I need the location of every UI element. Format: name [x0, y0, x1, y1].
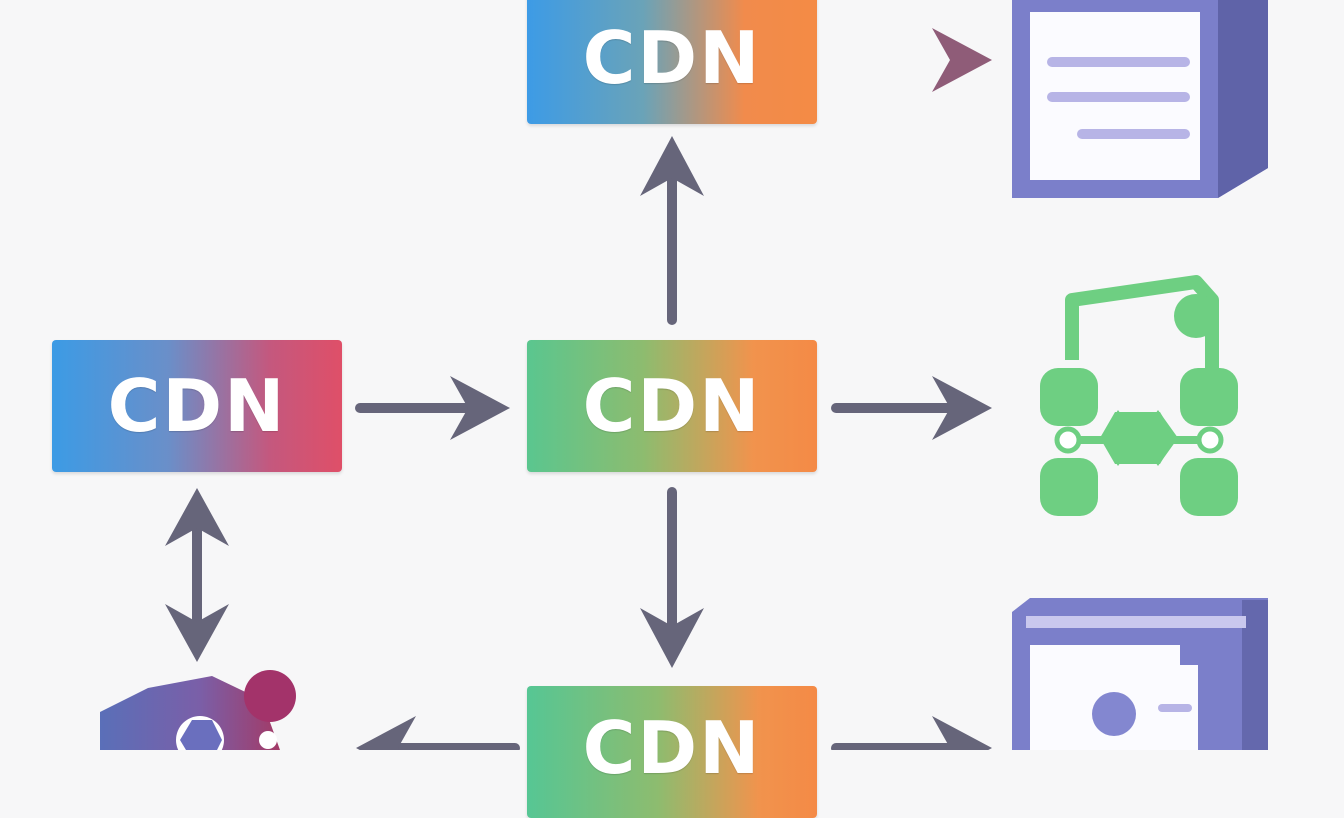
arrow-left-client-bidirectional [165, 488, 229, 662]
arrow-left-to-center [355, 376, 510, 440]
arrow-center-to-network [831, 376, 992, 440]
cdn-node-left-label: CDN [107, 364, 287, 448]
arrow-bottom-to-client [356, 716, 520, 750]
client-node-icon [100, 670, 296, 750]
arrow-center-to-top [640, 136, 704, 325]
cdn-node-center: CDN [527, 340, 817, 472]
cdn-node-top-label: CDN [582, 16, 762, 100]
document-server-icon [1012, 0, 1268, 198]
cdn-node-center-label: CDN [582, 364, 762, 448]
cdn-node-bottom-label: CDN [582, 706, 762, 790]
cdn-node-top: CDN [527, 0, 817, 124]
media-server-icon [1012, 598, 1268, 750]
cdn-node-bottom: CDN [527, 686, 817, 818]
arrow-top-to-document [831, 28, 992, 92]
network-graph-icon [1040, 275, 1238, 516]
cdn-node-left: CDN [52, 340, 342, 472]
arrow-center-to-bottom [640, 487, 704, 668]
arrow-bottom-to-media [831, 716, 992, 750]
cdn-diagram-canvas [100, 0, 1268, 750]
